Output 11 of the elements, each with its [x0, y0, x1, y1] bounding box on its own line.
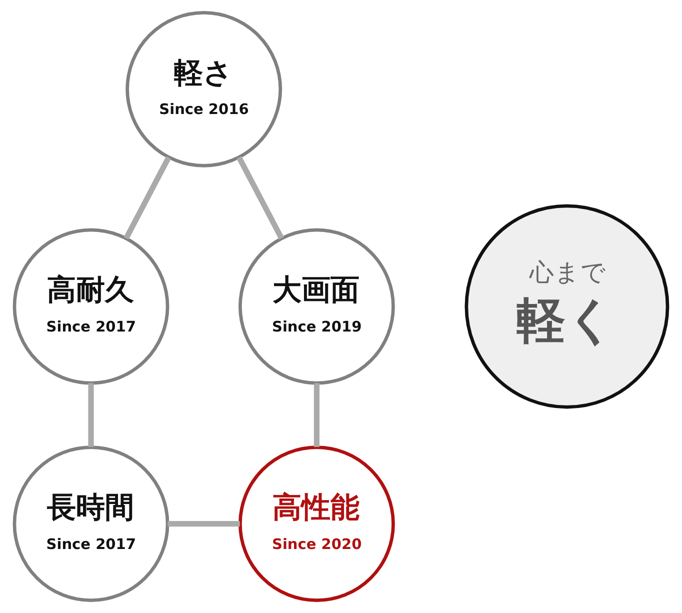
- node-circle: 高性能 Since 2020: [238, 446, 395, 602]
- connector: [168, 521, 240, 527]
- connector: [314, 383, 320, 447]
- node-circle: 軽さ Since 2016: [126, 10, 282, 168]
- connector: [236, 156, 284, 240]
- node-circle: 心まで 軽く: [464, 204, 670, 409]
- node-circle: 長時間 Since 2017: [12, 446, 170, 602]
- connector: [124, 156, 172, 240]
- connector: [88, 383, 94, 447]
- node-circle: 高耐久 Since 2017: [12, 228, 170, 385]
- node-circle: 大画面 Since 2019: [238, 228, 395, 385]
